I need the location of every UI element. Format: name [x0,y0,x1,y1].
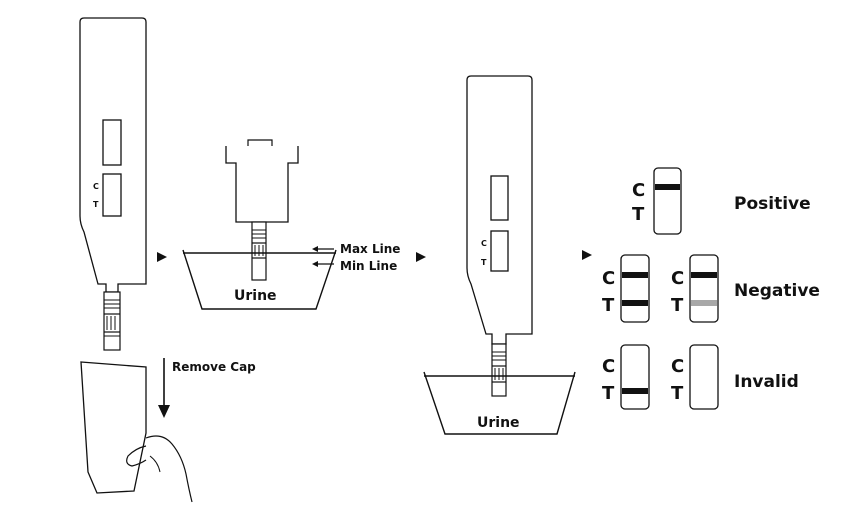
urine-label: Urine [477,415,520,431]
c-label: C [632,180,645,201]
max-arrow-icon [312,246,318,252]
step-arrow-2-icon [416,252,426,262]
urine-cup [182,249,337,310]
t-label: T [602,383,615,404]
c-label: C [671,268,684,289]
cassette-c-label: C [93,182,99,191]
step-arrow-3-icon [582,250,592,260]
urine-cup [423,371,576,435]
cassette-c-label: C [481,239,487,248]
device-bottom [225,146,299,223]
t-label: T [632,204,645,225]
results-panel: C T Positive C T C T Negative C T C [602,167,820,410]
result-window [102,173,122,217]
result-positive: C T Positive [632,167,811,235]
result-window [490,230,509,272]
control-line [655,184,680,190]
test-line [622,388,648,394]
c-label: C [602,268,615,289]
step1-device: C T [79,17,147,351]
hand-icon [145,435,193,503]
remove-cap-label: Remove Cap [172,360,256,374]
absorbent-tip [103,291,121,351]
result-window [620,344,650,410]
result-negative: C T C T Negative [602,254,820,323]
c-label: C [671,356,684,377]
cassette-t-label: T [481,258,487,267]
invalid-label: Invalid [734,372,799,392]
step2-dip: Urine Max Line Min Line [182,139,400,310]
result-window [689,344,719,410]
strip-marks [492,351,506,383]
result-invalid: C T C T Invalid [602,344,799,410]
strip-marks [252,229,266,259]
t-label: T [671,295,684,316]
down-arrowhead-icon [158,405,170,418]
cassette-t-label: T [93,200,99,209]
control-line [691,272,717,278]
sample-window [102,119,122,166]
positive-label: Positive [734,194,811,214]
remove-cap-group: Remove Cap [80,358,256,503]
urine-label: Urine [234,288,277,304]
sample-window [490,175,509,221]
thumb-icon [126,445,147,467]
min-arrow-icon [312,261,318,267]
c-label: C [602,356,615,377]
negative-label: Negative [734,281,820,301]
max-line-label: Max Line [340,242,400,256]
t-label: T [671,383,684,404]
cap [80,361,147,494]
faint-test-line [691,300,717,306]
result-window [620,254,650,323]
control-line [622,272,648,278]
test-line [622,300,648,306]
t-label: T [602,295,615,316]
step-arrow-1-icon [157,252,167,262]
step3-device: C T Urine [423,75,576,435]
min-line-label: Min Line [340,259,397,273]
result-window [653,167,682,235]
result-window [689,254,719,323]
